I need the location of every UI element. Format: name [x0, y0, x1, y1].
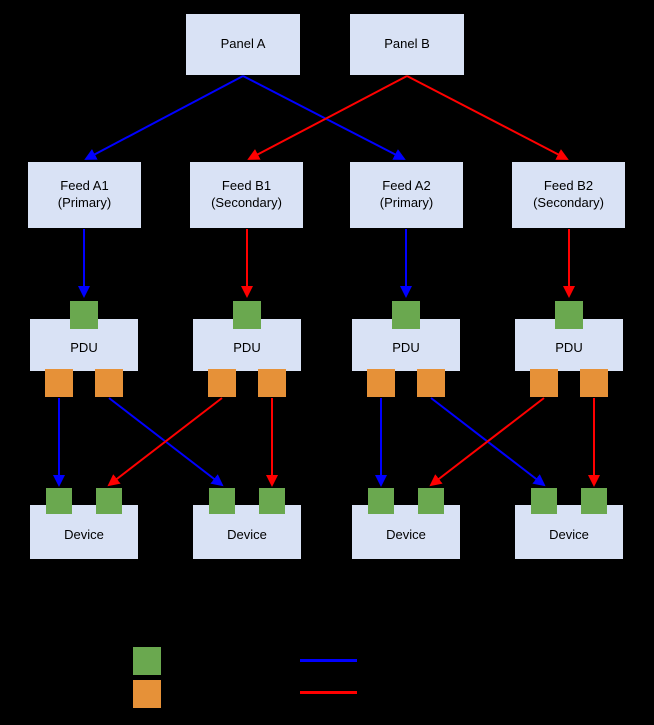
node-label: Feed B1 [221, 178, 272, 194]
node-panel-a: Panel A [186, 14, 300, 75]
arrow-panel-b-to-feed-b2 [406, 75, 569, 160]
arrow-panel-a-to-feed-a2 [242, 75, 406, 160]
pdu-2-input-port [233, 301, 261, 329]
pdu-4-output-port-left [530, 369, 558, 397]
node-device-2: Device [193, 505, 301, 559]
device-3-input-port-right [418, 488, 444, 514]
device-1-input-port-right [96, 488, 122, 514]
node-panel-b: Panel B [350, 14, 464, 75]
device-4-input-port-left [531, 488, 557, 514]
node-feed-b2: Feed B2 (Secondary) [512, 162, 625, 228]
node-label: Device [64, 526, 104, 542]
node-label: Panel B [384, 36, 430, 52]
arrow-panel-a-to-feed-a1 [84, 75, 244, 160]
node-label: Feed A1 [60, 178, 109, 194]
legend-input-port-swatch [133, 647, 161, 675]
node-feed-b1: Feed B1 (Secondary) [190, 162, 303, 228]
device-2-input-port-right [259, 488, 285, 514]
pdu-2-output-port-left [208, 369, 236, 397]
arrow-pdu-4-to-device-3 [429, 397, 545, 487]
node-sublabel: (Secondary) [533, 195, 604, 210]
device-2-input-port-left [209, 488, 235, 514]
node-label: PDU [392, 339, 420, 355]
node-feed-a2: Feed A2 (Primary) [350, 162, 463, 228]
device-3-input-port-left [368, 488, 394, 514]
node-label: PDU [70, 339, 98, 355]
device-1-input-port-left [46, 488, 72, 514]
node-label: Feed B2 [543, 178, 594, 194]
pdu-1-input-port [70, 301, 98, 329]
node-device-3: Device [352, 505, 460, 559]
pdu-4-input-port [555, 301, 583, 329]
node-label: Device [386, 526, 426, 542]
node-device-1: Device [30, 505, 138, 559]
legend-output-port-swatch [133, 680, 161, 708]
pdu-2-output-port-right [258, 369, 286, 397]
node-label: PDU [555, 339, 583, 355]
node-sublabel: (Secondary) [211, 195, 282, 210]
node-sublabel: (Primary) [379, 195, 434, 210]
node-device-4: Device [515, 505, 623, 559]
pdu-1-output-port-left [45, 369, 73, 397]
device-4-input-port-right [581, 488, 607, 514]
legend-secondary-path-line [300, 691, 357, 694]
node-label: Device [227, 526, 267, 542]
node-label: PDU [233, 339, 261, 355]
node-pdu-1: PDU [30, 319, 138, 371]
pdu-1-output-port-right [95, 369, 123, 397]
arrow-panel-b-to-feed-b1 [247, 75, 408, 160]
pdu-4-output-port-right [580, 369, 608, 397]
arrow-pdu-2-to-device-1 [107, 397, 223, 487]
node-label: Device [549, 526, 589, 542]
legend-primary-path-line [300, 659, 357, 662]
pdu-3-input-port [392, 301, 420, 329]
pdu-3-output-port-left [367, 369, 395, 397]
node-label: Panel A [220, 36, 266, 52]
node-feed-a1: Feed A1 (Primary) [28, 162, 141, 228]
pdu-3-output-port-right [417, 369, 445, 397]
node-label: Feed A2 [382, 178, 431, 194]
node-sublabel: (Primary) [57, 195, 112, 210]
